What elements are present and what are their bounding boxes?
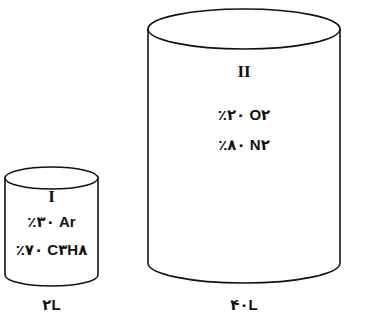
gas-cylinder: I ٪۳۰ Ar ٪۷۰ C۳H۸ ۲L [4, 166, 99, 315]
gas-percentage: ٪۲۰ O۲ [147, 105, 341, 125]
volume-label: ۴۰L [147, 295, 341, 315]
cylinder-bottom [5, 275, 98, 286]
cylinder-side [147, 29, 149, 263]
cylinder-side [97, 178, 99, 275]
cylinder-number: I [4, 187, 99, 207]
volume-label: ۲L [4, 295, 99, 315]
cylinder-top [5, 167, 98, 189]
cylinder-top [148, 9, 340, 49]
cylinder-side [339, 29, 341, 263]
gas-percentage: ٪۷۰ C۳H۸ [4, 240, 99, 260]
cylinder-side [4, 178, 6, 275]
cylinder-number: II [147, 62, 341, 82]
gas-percentage: ٪۳۰ Ar [4, 212, 99, 232]
gas-percentage: ٪۸۰ N۲ [147, 135, 341, 155]
gas-cylinder: II ٪۲۰ O۲ ٪۸۰ N۲ ۴۰L [147, 8, 341, 315]
cylinder-bottom [148, 263, 340, 283]
